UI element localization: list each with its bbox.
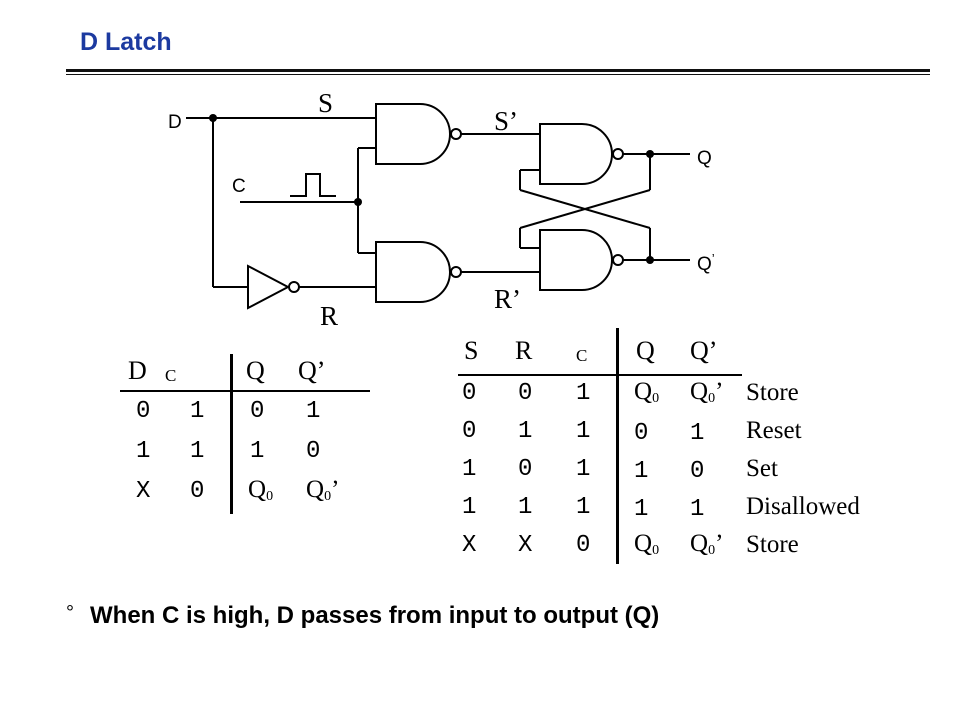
t1-r3-d: X — [136, 478, 151, 505]
t2-r4-r: 1 — [518, 494, 533, 521]
t2-r5-s: X — [462, 532, 477, 559]
nand-latch-lower-bubble — [612, 254, 624, 266]
t2-r2-qp: 1 — [690, 420, 705, 447]
nand-gate-lower — [375, 241, 451, 303]
t1-divider — [230, 354, 233, 514]
t2-r1-r: 0 — [518, 380, 533, 407]
t2-r2-desc: Reset — [746, 417, 802, 444]
t1-header-rule — [120, 390, 370, 392]
junction-dot-d — [209, 114, 217, 122]
t1-header-d: D — [128, 356, 147, 385]
t1-r2-qp: 0 — [306, 438, 321, 465]
label-s-prime: S’ — [494, 106, 518, 136]
t1-r3-c: 0 — [190, 478, 205, 505]
page-title: D Latch — [80, 28, 172, 56]
t2-r3-s: 1 — [462, 456, 477, 483]
t2-r1-qp: Q0’ — [690, 378, 724, 406]
t2-r5-q: Q0 — [634, 530, 660, 558]
junction-dot-c — [354, 198, 362, 206]
t1-r2-q: 1 — [250, 438, 265, 465]
t2-r3-desc: Set — [746, 455, 778, 482]
t2-r4-qp: 1 — [690, 496, 705, 523]
bullet-marker: ° — [66, 602, 74, 624]
t1-r2-d: 1 — [136, 438, 151, 465]
nand-lower-bubble — [450, 266, 462, 278]
label-r: R — [320, 301, 338, 331]
t2-r2-s: 0 — [462, 418, 477, 445]
t2-r2-q: 0 — [634, 420, 649, 447]
t2-r3-r: 0 — [518, 456, 533, 483]
t2-r2-c: 1 — [576, 418, 591, 445]
t2-r4-c: 1 — [576, 494, 591, 521]
t2-r1-c: 1 — [576, 380, 591, 407]
t1-header-q: Q — [246, 356, 265, 385]
t2-r4-s: 1 — [462, 494, 477, 521]
t2-r4-q: 1 — [634, 496, 649, 523]
t2-r5-c: 0 — [576, 532, 591, 559]
t2-divider — [616, 328, 619, 564]
bullet-point: ° When C is high, D passes from input to … — [66, 602, 659, 630]
bullet-text: When C is high, D passes from input to o… — [90, 602, 660, 629]
t2-r3-c: 1 — [576, 456, 591, 483]
t1-r3-qp: Q0’ — [306, 476, 340, 504]
t1-header-qp: Q’ — [298, 356, 326, 385]
t1-header-c: C — [165, 366, 177, 385]
nand-gate-latch-upper — [539, 123, 613, 185]
nand-gate-latch-lower — [539, 229, 613, 291]
label-q-prime: Q’ — [697, 251, 715, 275]
nand-gate-upper — [375, 103, 451, 165]
inverter-gate — [247, 264, 291, 310]
label-s: S — [318, 88, 333, 118]
t1-r3-q: Q0 — [248, 476, 274, 504]
label-d: D — [168, 112, 182, 133]
clock-pulse-icon — [290, 173, 336, 197]
t2-r2-r: 1 — [518, 418, 533, 445]
t1-r1-c: 1 — [190, 398, 205, 425]
t1-r2-c: 1 — [190, 438, 205, 465]
title-rule — [66, 69, 930, 72]
t2-header-c: C — [576, 346, 588, 365]
nand-latch-upper-bubble — [612, 148, 624, 160]
label-r-prime: R’ — [494, 284, 521, 314]
t2-r3-q: 1 — [634, 458, 649, 485]
t1-r1-qp: 1 — [306, 398, 321, 425]
t2-header-q: Q — [636, 336, 655, 365]
inverter-bubble — [288, 281, 300, 293]
t2-header-r: R — [515, 336, 533, 365]
junction-dot-qp — [646, 256, 654, 264]
t2-r4-desc: Disallowed — [746, 493, 860, 520]
t2-r3-qp: 0 — [690, 458, 705, 485]
t2-r5-qp: Q0’ — [690, 530, 724, 558]
t2-r5-r: X — [518, 532, 533, 559]
t2-header-rule — [458, 374, 742, 376]
t2-r5-desc: Store — [746, 531, 799, 558]
t1-r1-q: 0 — [250, 398, 265, 425]
t2-r1-s: 0 — [462, 380, 477, 407]
t1-r1-d: 0 — [136, 398, 151, 425]
label-c: C — [232, 176, 246, 197]
t2-r1-q: Q0 — [634, 378, 660, 406]
nand-upper-bubble — [450, 128, 462, 140]
t2-r1-desc: Store — [746, 379, 799, 406]
label-q: Q — [697, 148, 712, 169]
t2-header-qp: Q’ — [690, 336, 718, 365]
junction-dot-q — [646, 150, 654, 158]
t2-header-s: S — [464, 336, 479, 365]
title-rule-thin — [66, 74, 930, 75]
